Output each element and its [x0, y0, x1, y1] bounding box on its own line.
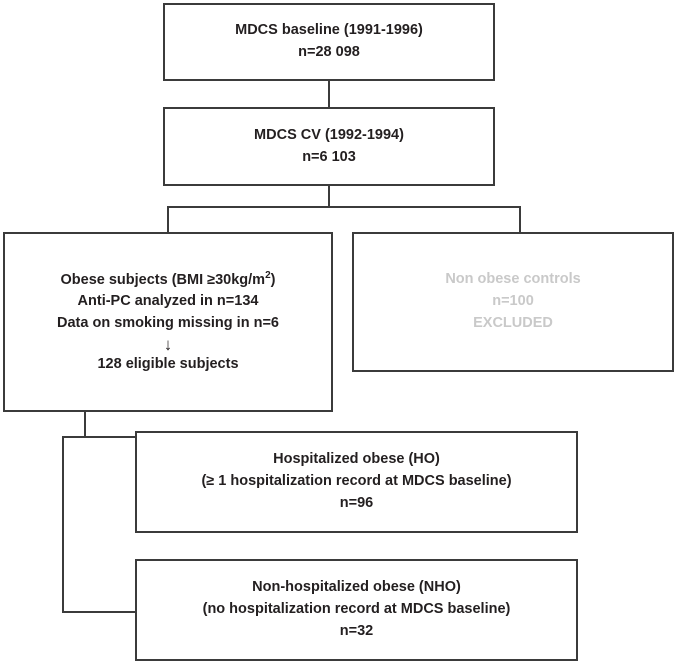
- non-obese-controls-line-1: Non obese controls: [445, 271, 581, 288]
- node-obese-subjects: Obese subjects (BMI ≥30kg/m2) Anti-PC an…: [3, 232, 333, 412]
- non-hospitalized-obese-line-1: Non-hospitalized obese (NHO): [252, 579, 461, 596]
- down-arrow-icon: ↓: [163, 334, 173, 354]
- connector-drop-to-nonobese: [519, 206, 521, 233]
- node-non-obese-controls: Non obese controls n=100 EXCLUDED: [352, 232, 674, 372]
- connector-obese-to-ho: [62, 436, 137, 438]
- connector-obese-to-nho: [62, 611, 137, 613]
- connector-baseline-to-cv: [328, 80, 330, 108]
- hospitalized-obese-line-1: Hospitalized obese (HO): [273, 451, 440, 468]
- obese-subjects-line-3: Data on smoking missing in n=6: [57, 315, 279, 332]
- connector-obese-stem: [84, 411, 86, 437]
- obese-subjects-line-2: Anti-PC analyzed in n=134: [77, 293, 259, 310]
- hospitalized-obese-line-2: (≥ 1 hospitalization record at MDCS base…: [201, 473, 512, 490]
- mdcs-cv-line-1: MDCS CV (1992-1994): [254, 126, 404, 143]
- non-obese-controls-line-2: n=100: [492, 293, 534, 310]
- hospitalized-obese-line-3: n=96: [339, 494, 374, 511]
- node-mdcs-baseline: MDCS baseline (1991-1996) n=28 098: [163, 3, 495, 81]
- non-hospitalized-obese-line-3: n=32: [339, 622, 374, 639]
- obese-subjects-line-1-superscript: 2: [265, 269, 271, 281]
- mdcs-baseline-line-2: n=28 098: [298, 44, 360, 60]
- obese-subjects-line-1-prefix: Obese subjects (BMI ≥30kg/m: [60, 271, 266, 288]
- connector-cv-stem: [328, 185, 330, 208]
- obese-subjects-line-5: 128 eligible subjects: [97, 356, 239, 373]
- node-non-hospitalized-obese: Non-hospitalized obese (NHO) (no hospita…: [135, 559, 578, 661]
- obese-subjects-line-1-suffix: ): [270, 271, 276, 288]
- mdcs-cv-line-2: n=6 103: [302, 148, 356, 165]
- connector-split-bar: [167, 206, 521, 208]
- connector-ho-nho-riser: [62, 436, 64, 613]
- non-hospitalized-obese-line-2: (no hospitalization record at MDCS basel…: [202, 601, 511, 618]
- node-hospitalized-obese: Hospitalized obese (HO) (≥ 1 hospitaliza…: [135, 431, 578, 533]
- obese-subjects-line-1: Obese subjects (BMI ≥30kg/m2): [61, 268, 276, 292]
- node-mdcs-cv: MDCS CV (1992-1994) n=6 103: [163, 107, 495, 186]
- non-obese-controls-line-3: EXCLUDED: [473, 314, 553, 331]
- connector-drop-to-obese: [167, 206, 169, 233]
- mdcs-baseline-line-1: MDCS baseline (1991-1996): [235, 22, 423, 39]
